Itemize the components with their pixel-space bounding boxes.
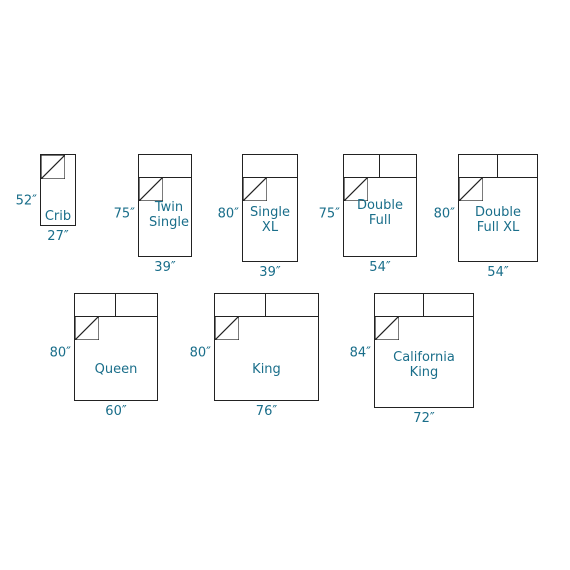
bed-crib: Crib xyxy=(40,154,76,226)
bed-name-label: California King xyxy=(393,350,455,380)
bed-single-xl: Single XL xyxy=(241,153,299,262)
bed-name-label: Single XL xyxy=(250,205,290,235)
bed-twin-single: Twin Single xyxy=(137,153,193,257)
pillow-area xyxy=(137,153,193,178)
bed-california-king: California King xyxy=(373,292,475,408)
bed-name-label: Twin Single xyxy=(149,200,189,230)
width-dimension: 54″ xyxy=(487,265,509,280)
pillow-area xyxy=(73,292,159,317)
length-dimension: 75″ xyxy=(318,206,340,222)
length-dimension: 52″ xyxy=(15,193,37,209)
length-dimension: 75″ xyxy=(113,206,135,222)
bed-queen: Queen xyxy=(73,292,159,401)
pillow-divider xyxy=(496,154,498,177)
pillow-area xyxy=(373,292,475,317)
bed-double-full: Double Full xyxy=(342,153,418,257)
folded-sheet-icon xyxy=(139,177,163,201)
bed-name-label: Queen xyxy=(94,362,138,377)
bed-name-label: Double Full XL xyxy=(474,205,522,235)
folded-sheet-icon xyxy=(375,316,399,340)
pillow-area xyxy=(213,292,320,317)
bed-name-label: Double Full xyxy=(356,198,404,228)
width-dimension: 54″ xyxy=(369,260,391,275)
length-dimension: 80″ xyxy=(433,206,455,222)
folded-sheet-icon xyxy=(75,316,99,340)
pillow-area xyxy=(342,153,418,178)
bed-name-label: Crib xyxy=(44,209,72,224)
folded-sheet-icon xyxy=(215,316,239,340)
folded-sheet-icon xyxy=(41,155,65,179)
width-dimension: 76″ xyxy=(255,404,278,419)
folded-sheet-icon xyxy=(344,177,368,201)
width-dimension: 39″ xyxy=(259,265,281,280)
bed-double-full-xl: Double Full XL xyxy=(457,153,539,262)
width-dimension: 72″ xyxy=(413,411,435,426)
width-dimension: 60″ xyxy=(105,404,127,419)
bed-king: King xyxy=(213,292,320,401)
bed-name-label: King xyxy=(252,362,281,377)
pillow-area xyxy=(457,153,539,178)
length-dimension: 84″ xyxy=(349,345,371,361)
folded-sheet-icon xyxy=(243,177,267,201)
length-dimension: 80″ xyxy=(189,345,211,361)
length-dimension: 80″ xyxy=(217,206,239,222)
pillow-divider xyxy=(265,293,267,316)
pillow-divider xyxy=(378,154,380,177)
width-dimension: 27″ xyxy=(47,229,69,244)
width-dimension: 39″ xyxy=(154,260,176,275)
pillow-area xyxy=(241,153,299,178)
length-dimension: 80″ xyxy=(49,345,71,361)
pillow-divider xyxy=(114,293,116,316)
folded-sheet-icon xyxy=(459,177,483,201)
pillow-divider xyxy=(422,293,424,316)
